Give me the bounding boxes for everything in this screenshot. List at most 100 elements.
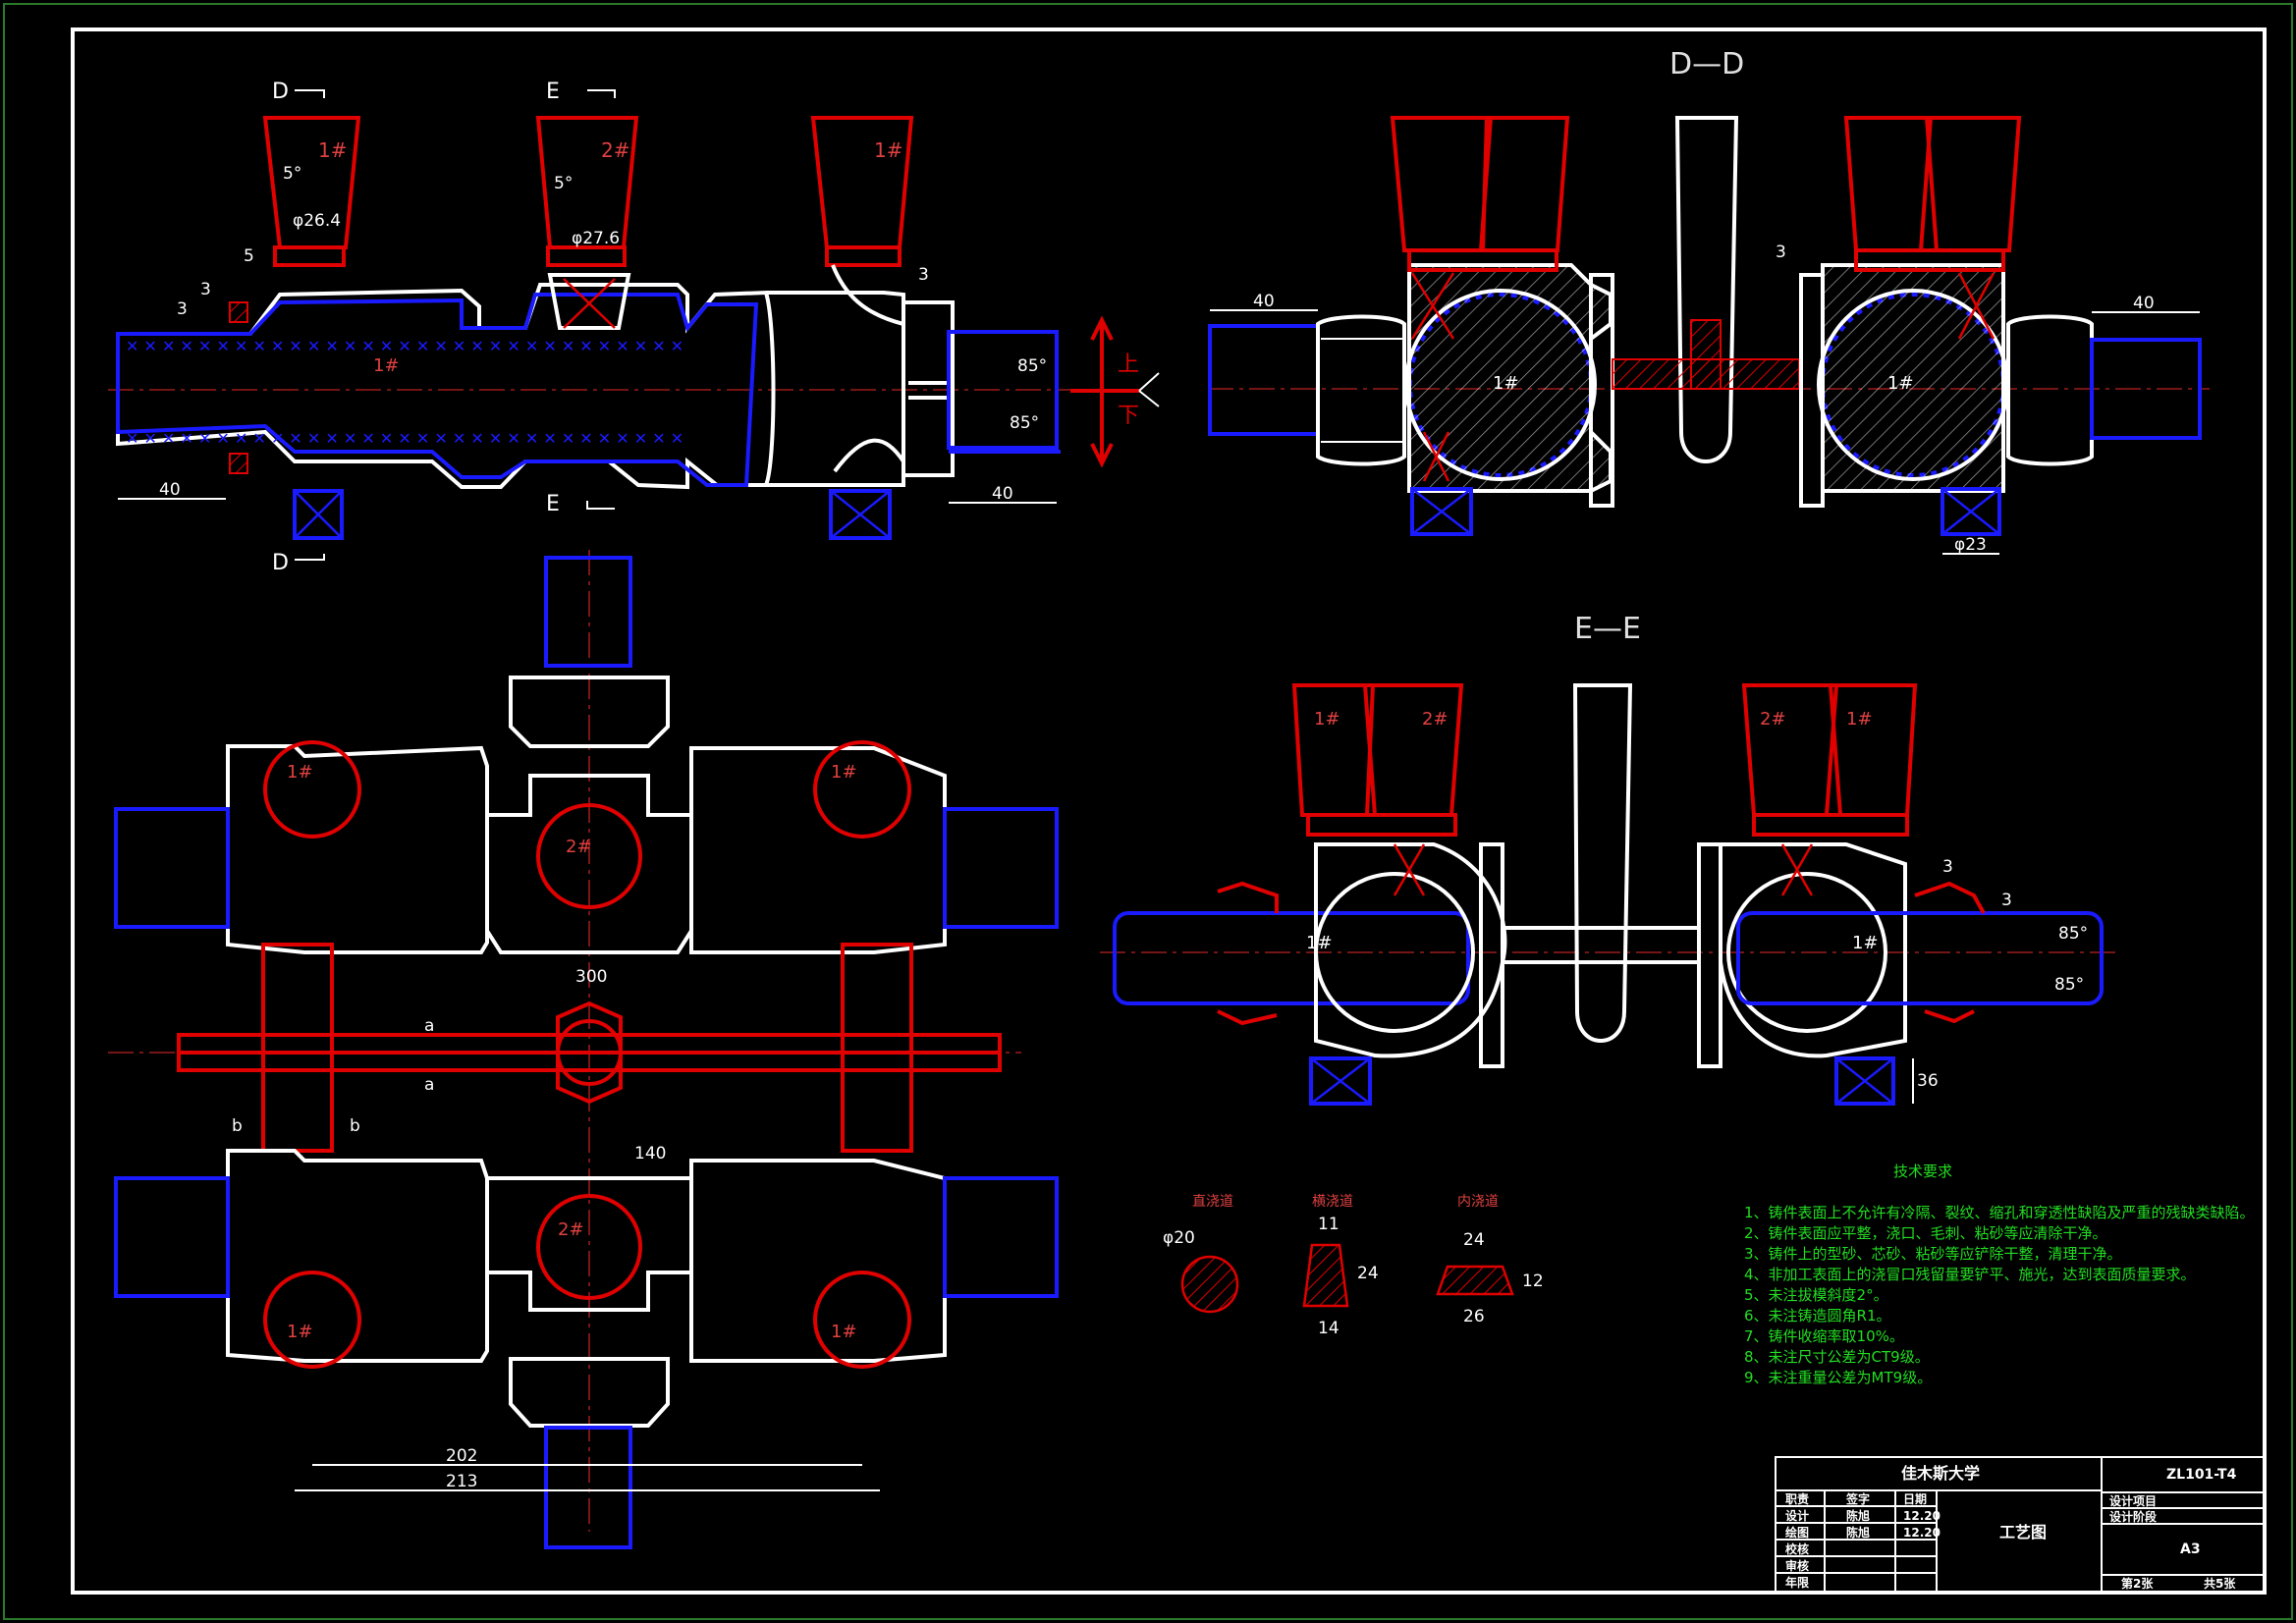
plan-dim-300: 300 bbox=[575, 967, 607, 987]
dim-85a: 85° bbox=[1017, 356, 1047, 376]
dim-40-right: 40 bbox=[992, 484, 1013, 504]
chill-x-marks-main: ✕ ✕ ✕ ✕ ✕ ✕ ✕ ✕ ✕ ✕ ✕ ✕ ✕ ✕ ✕ ✕ ✕ ✕ ✕ ✕ … bbox=[126, 337, 683, 355]
tech-item-1: 1、铸件表面上不允许有冷隔、裂纹、缩孔和穿透性缺陷及严重的残缺类缺陷。 bbox=[1744, 1204, 2255, 1221]
plan-label-1-tr: 1# bbox=[831, 762, 857, 783]
dim-angle-5b: 5° bbox=[554, 174, 573, 193]
inner-frame bbox=[71, 27, 2267, 1595]
tb-drawing-name: 工艺图 bbox=[1999, 1523, 2047, 1542]
tb-project-label: 设计项目 bbox=[2109, 1493, 2157, 1508]
ee-riser-2a: 2# bbox=[1422, 709, 1449, 730]
section-dd-view: D—D 1# 40 1# bbox=[1208, 47, 2210, 555]
plan-cut-a2: a bbox=[424, 1075, 434, 1095]
tb-stage-label: 设计阶段 bbox=[2109, 1509, 2158, 1524]
tech-item-6: 6、未注铸造圆角R1。 bbox=[1744, 1307, 1891, 1325]
ingate-title: 内浇道 bbox=[1457, 1194, 1499, 1210]
tech-requirements: 技术要求 1、铸件表面上不允许有冷隔、裂纹、缩孔和穿透性缺陷及严重的残缺类缺陷。… bbox=[1744, 1163, 2255, 1386]
cut-label-d-top: D bbox=[272, 80, 289, 104]
dd-right-label: 1# bbox=[1887, 373, 1914, 394]
ee-right-chill bbox=[1736, 911, 2104, 1005]
tb-total: 共5张 bbox=[2204, 1576, 2236, 1591]
gating-sections: 直浇道 φ20 横浇道 11 24 14 内浇道 24 12 26 bbox=[1163, 1193, 1544, 1338]
plan-label-2-top: 2# bbox=[566, 837, 592, 857]
ingate-top-dim: 24 bbox=[1463, 1230, 1485, 1250]
dd-dim-3: 3 bbox=[1776, 243, 1786, 262]
dim-3c: 3 bbox=[918, 265, 929, 285]
tech-title: 技术要求 bbox=[1893, 1163, 1952, 1180]
riser-label-2a: 2# bbox=[601, 138, 629, 162]
tb-row3-role: 校核 bbox=[1785, 1542, 1809, 1556]
runner-h-dim: 24 bbox=[1357, 1264, 1379, 1283]
cut-label-e-bottom: E bbox=[546, 492, 560, 516]
ee-riser-1a: 1# bbox=[1314, 709, 1340, 730]
cut-label-e-top: E bbox=[546, 80, 560, 104]
plan-cut-b2: b bbox=[350, 1116, 360, 1136]
ingate-h-dim: 12 bbox=[1522, 1271, 1544, 1291]
tb-col-date: 日期 bbox=[1903, 1491, 1927, 1506]
dd-dim-40-left: 40 bbox=[1253, 292, 1275, 311]
dd-dim-23: φ23 bbox=[1954, 535, 1987, 555]
plan-label-1-bl: 1# bbox=[287, 1322, 313, 1342]
tech-item-5: 5、未注拔模斜度2°。 bbox=[1744, 1286, 1888, 1304]
tb-row5-role: 年限 bbox=[1785, 1575, 1809, 1590]
body-label-1: 1# bbox=[373, 355, 400, 376]
section-title-dd: D—D bbox=[1669, 47, 1744, 81]
tech-item-3: 3、铸件上的型砂、芯砂、粘砂等应铲除干整，清理干净。 bbox=[1744, 1245, 2122, 1263]
dim-85b: 85° bbox=[1010, 413, 1039, 433]
dim-angle-5a: 5° bbox=[283, 164, 301, 184]
tb-row2-role: 绘图 bbox=[1785, 1525, 1809, 1540]
plan-riser-2-top bbox=[536, 803, 642, 909]
plan-riser-1-bl bbox=[263, 1271, 361, 1369]
ee-riser-2b: 2# bbox=[1760, 709, 1786, 730]
direction-up: 上 bbox=[1118, 352, 1139, 377]
dim-3a: 3 bbox=[200, 280, 211, 299]
ee-body-label-right: 1# bbox=[1852, 933, 1879, 953]
dim-dia-1: φ26.4 bbox=[293, 211, 341, 231]
tb-row2-sign: 陈旭 bbox=[1846, 1525, 1870, 1540]
dim-40-left: 40 bbox=[159, 480, 181, 500]
ee-dim-3a: 3 bbox=[1942, 857, 1953, 877]
cut-label-d-bottom: D bbox=[272, 551, 289, 575]
dd-dim-40-right: 40 bbox=[2133, 294, 2155, 313]
section-title-ee: E—E bbox=[1574, 612, 1641, 646]
main-section-view: ✕ ✕ ✕ ✕ ✕ ✕ ✕ ✕ ✕ ✕ ✕ ✕ ✕ ✕ ✕ ✕ ✕ ✕ ✕ ✕ … bbox=[108, 80, 1160, 575]
ee-dim-85b: 85° bbox=[2054, 975, 2084, 995]
runner-title: 横浇道 bbox=[1312, 1194, 1353, 1210]
ingate-lower bbox=[229, 453, 248, 474]
tb-size: A3 bbox=[2180, 1542, 2201, 1557]
ee-left-chill bbox=[1113, 911, 1470, 1005]
ingate-upper bbox=[229, 301, 248, 323]
runner-top-dim: 11 bbox=[1318, 1215, 1339, 1234]
ee-dim-3b: 3 bbox=[2001, 891, 2012, 910]
sprue-dia: φ20 bbox=[1163, 1228, 1195, 1248]
plan-label-1-br: 1# bbox=[831, 1322, 857, 1342]
plan-cut-a1: a bbox=[424, 1016, 434, 1036]
tech-item-7: 7、铸件收缩率取10%。 bbox=[1744, 1327, 1904, 1345]
tb-row2-date: 12.20 bbox=[1903, 1526, 1941, 1540]
plan-riser-1-br bbox=[813, 1271, 911, 1369]
sprue-title: 直浇道 bbox=[1192, 1193, 1233, 1210]
tb-row1-date: 12.20 bbox=[1903, 1509, 1941, 1523]
dim-5a: 5 bbox=[244, 246, 254, 266]
tb-code: ZL101-T4 bbox=[2166, 1467, 2237, 1483]
outer-frame bbox=[3, 3, 2293, 1620]
ee-dim-85a: 85° bbox=[2058, 924, 2088, 944]
ingate-bot-dim: 26 bbox=[1463, 1307, 1485, 1326]
plan-riser-1-tl bbox=[263, 740, 361, 839]
tech-item-4: 4、非加工表面上的浇冒口残留量要铲平、施光，达到表面质量要求。 bbox=[1744, 1266, 2196, 1283]
plan-riser-1-tr bbox=[813, 740, 911, 839]
riser-1-right bbox=[810, 116, 914, 249]
riser-label-1b: 1# bbox=[874, 138, 902, 162]
tech-item-2: 2、铸件表面应平整，浇口、毛刺、粘砂等应清除干净。 bbox=[1744, 1224, 2107, 1242]
tb-sheet: 第2张 bbox=[2121, 1576, 2154, 1591]
section-ee-view: E—E 1# 2# 1# 2# 1# 1# bbox=[1100, 612, 2121, 1106]
plan-riser-2-bottom bbox=[536, 1194, 642, 1300]
ee-riser-1b: 1# bbox=[1846, 709, 1873, 730]
tech-item-9: 9、未注重量公差为MT9级。 bbox=[1744, 1369, 1932, 1386]
plan-cut-b1: b bbox=[232, 1116, 243, 1136]
runner-section bbox=[1302, 1243, 1349, 1308]
dim-dia-2: φ27.6 bbox=[572, 229, 620, 248]
riser-label-1a: 1# bbox=[318, 138, 347, 162]
direction-down: 下 bbox=[1118, 404, 1139, 428]
plan-dim-202: 202 bbox=[446, 1446, 477, 1466]
svg-text:✕ ✕ ✕ ✕ ✕ ✕ ✕ ✕ ✕ ✕ ✕ ✕ ✕ ✕ ✕: ✕ ✕ ✕ ✕ ✕ ✕ ✕ ✕ ✕ ✕ ✕ ✕ ✕ ✕ ✕ ✕ ✕ ✕ ✕ ✕ … bbox=[126, 429, 683, 448]
